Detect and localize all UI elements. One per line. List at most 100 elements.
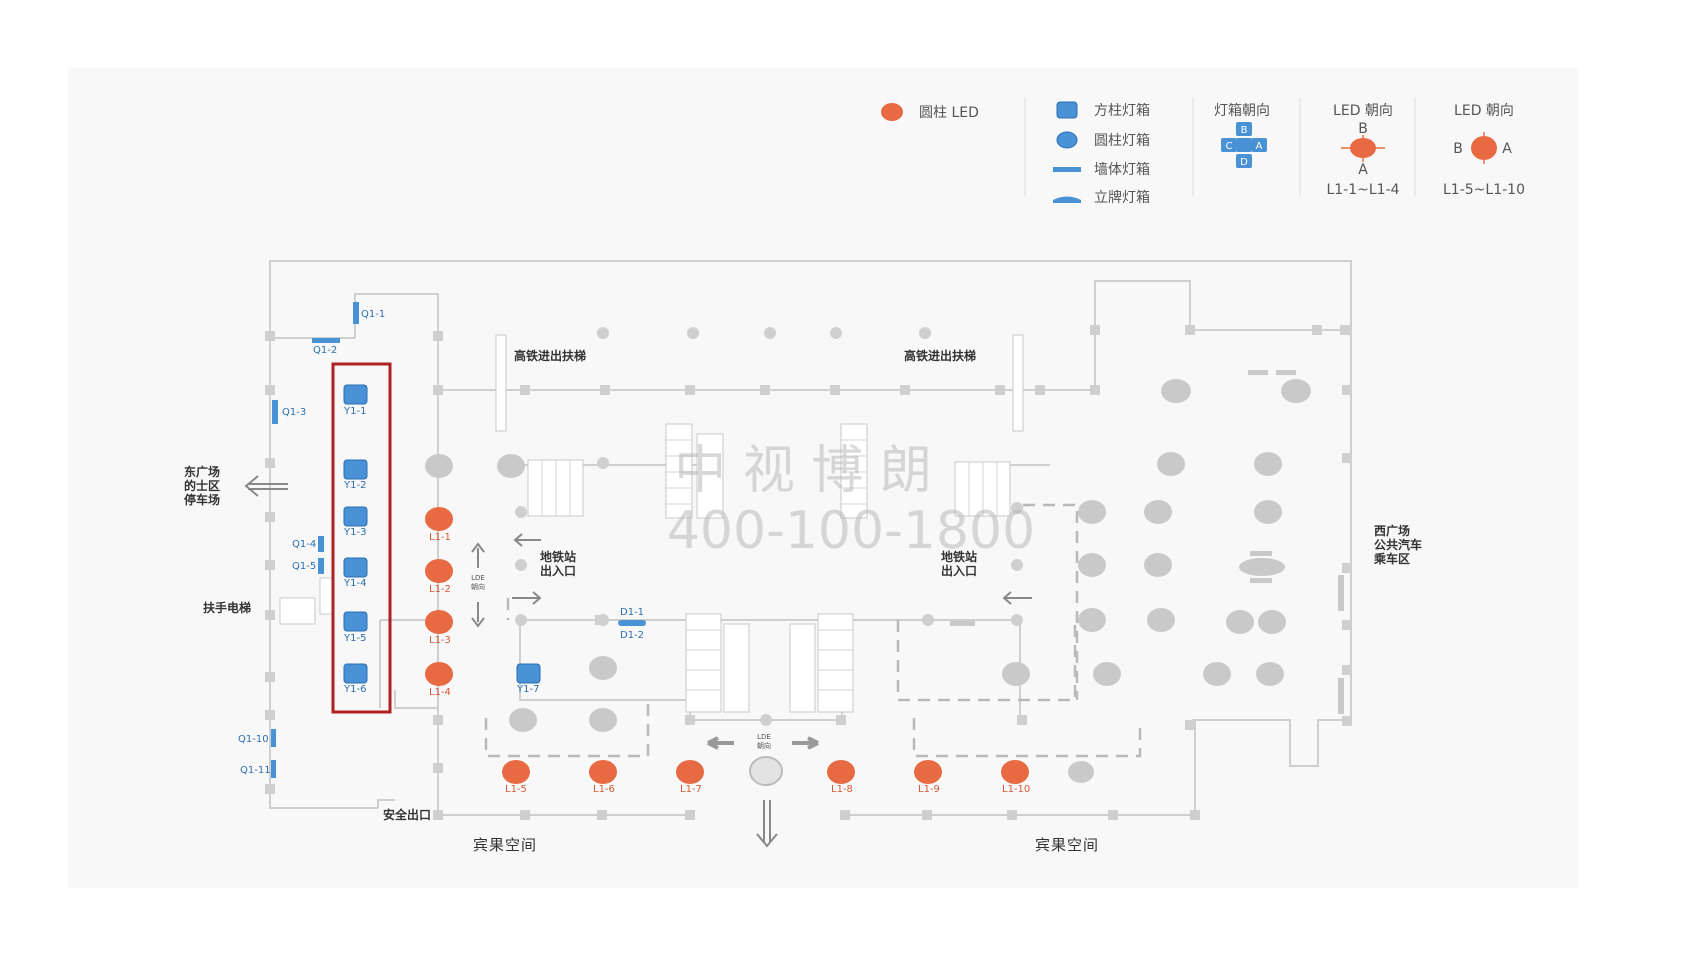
metro-arrow <box>1002 591 1032 605</box>
stand-box-d1 <box>618 620 646 626</box>
east-exit-arrow <box>244 475 288 497</box>
led-label: L1-10 <box>1002 784 1030 795</box>
escalator <box>1012 334 1024 432</box>
wall-box-q1-11 <box>271 760 276 778</box>
led-label: L1-1 <box>429 532 451 543</box>
legend-round-led-label: 圆柱 LED <box>919 105 979 121</box>
metro-arrow <box>513 533 541 547</box>
lde-dir-label-l2: 朝向 <box>471 582 485 591</box>
square-box-y1-7 <box>516 663 541 684</box>
west-plaza-label-l2: 公共汽车 <box>1374 537 1422 552</box>
metro-label-l2: 出入口 <box>540 563 576 578</box>
legend-round-box-icon <box>1056 131 1078 149</box>
led-label: L1-6 <box>593 784 615 795</box>
highlight-frame <box>331 362 392 714</box>
square-box-y1-6 <box>343 663 368 684</box>
area-labels: 高铁进出扶梯 高铁进出扶梯 扶手电梯 安全出口 宾果空间 宾果空间 <box>203 348 1099 854</box>
south-exit-arrow <box>756 800 778 848</box>
metro-arrow <box>512 591 542 605</box>
wall-box-label: Q1-4 <box>292 539 316 550</box>
escalator <box>685 613 722 713</box>
led-l1-10 <box>1001 760 1029 784</box>
led-l1-6 <box>589 760 617 784</box>
legend-box-dir-a: A <box>1256 141 1263 152</box>
east-plaza-label-l1: 东广场 <box>184 464 220 479</box>
legend-round-led-icon <box>881 103 903 121</box>
escalator <box>817 613 854 713</box>
escalators <box>279 334 1024 713</box>
legend-led-dir1-icon <box>1350 138 1376 158</box>
square-box-y1-1 <box>343 384 368 405</box>
legend-box-dir-d: D <box>1240 157 1248 168</box>
legend-led-dir1-title: LED 朝向 <box>1333 103 1393 119</box>
legend-led-dir2-title: LED 朝向 <box>1454 103 1514 119</box>
west-plaza-label-l3: 乘车区 <box>1373 551 1410 566</box>
wall-box-label: Q1-11 <box>240 765 271 776</box>
stand-box-label: D1-2 <box>620 630 644 641</box>
wall-box-q1-2 <box>312 338 340 343</box>
escalator <box>789 623 816 713</box>
safety-exit-label: 安全出口 <box>383 807 431 822</box>
legend-round-box-label: 圆柱灯箱 <box>1094 133 1150 149</box>
watermark: 中 视 博 朗 400-100-1800 <box>667 441 1035 561</box>
wall-box-q1-10 <box>271 729 276 747</box>
square-box-label: Y1-1 <box>343 406 366 417</box>
escalator <box>723 623 750 713</box>
east-plaza-label-l3: 停车场 <box>184 492 220 507</box>
led-label: L1-5 <box>505 784 527 795</box>
legend-stand-box-icon <box>1053 196 1081 203</box>
led-label: L1-2 <box>429 584 451 595</box>
legend: 圆柱 LED 方柱灯箱 圆柱灯箱 墙体灯箱 立牌灯箱 灯箱朝向 B C A D … <box>881 98 1525 206</box>
led-label: L1-3 <box>429 635 451 646</box>
stand-box-label: D1-1 <box>620 607 644 618</box>
legend-led-dir1-a: A <box>1358 162 1368 178</box>
square-box-y1-4 <box>343 557 368 578</box>
legend-box-dir-title: 灯箱朝向 <box>1214 103 1270 119</box>
led-l1-1 <box>425 507 453 531</box>
legend-stand-box-label: 立牌灯箱 <box>1094 189 1150 206</box>
legend-led-dir2-icon <box>1471 136 1497 160</box>
wall-box-label: Q1-2 <box>313 345 337 356</box>
escalator <box>319 577 333 615</box>
stand-boxes: D1-1 D1-2 <box>618 607 646 641</box>
escalator-label: 扶手电梯 <box>203 600 251 615</box>
square-boxes: Y1-1 Y1-2 Y1-3 Y1-4 Y1-5 Y1-6 Y1-7 <box>343 384 541 695</box>
gray-columns <box>425 370 1344 786</box>
legend-wall-box-icon <box>1053 167 1081 172</box>
west-plaza-label-l1: 西广场 <box>1374 523 1410 538</box>
square-box-label: Y1-5 <box>343 633 366 644</box>
structural-columns <box>265 325 1352 820</box>
led-l1-3 <box>425 610 453 634</box>
square-box-y1-2 <box>343 459 368 480</box>
hsr-escalator-label: 高铁进出扶梯 <box>514 348 586 363</box>
wall-boxes: Q1-1 Q1-2 Q1-3 Q1-4 Q1-5 Q1-10 Q1-11 <box>238 302 385 778</box>
wall-box-label: Q1-5 <box>292 561 316 572</box>
hsr-escalator-label: 高铁进出扶梯 <box>904 348 976 363</box>
legend-led-dir2-b: B <box>1453 141 1463 157</box>
led-l1-8 <box>827 760 855 784</box>
east-plaza-label-l2: 的士区 <box>184 478 220 493</box>
square-box-y1-5 <box>343 611 368 632</box>
led-l1-4 <box>425 662 453 686</box>
square-box-label: Y1-4 <box>343 578 366 589</box>
square-box-label: Y1-3 <box>343 527 366 538</box>
legend-box-dir-c: C <box>1226 141 1233 152</box>
led-label: L1-4 <box>429 687 451 698</box>
legend-box-dir-b: B <box>1241 125 1248 136</box>
led-label: L1-8 <box>831 784 853 795</box>
lde-dir-arrow <box>792 736 819 750</box>
legend-led-dir2-range: L1-5~L1-10 <box>1443 182 1525 198</box>
bingo-space-label: 宾果空间 <box>1035 836 1099 854</box>
dashed-zones <box>484 503 1142 758</box>
wall-box-q1-4 <box>318 536 324 552</box>
wall-box-q1-3 <box>272 400 278 424</box>
lde-dir-arrow <box>707 736 734 750</box>
led-label: L1-7 <box>680 784 702 795</box>
watermark-phone: 400-100-1800 <box>667 501 1035 561</box>
legend-square-box-label: 方柱灯箱 <box>1094 103 1150 119</box>
wall-box-q1-1 <box>353 302 359 324</box>
legend-led-dir1-range: L1-1~L1-4 <box>1326 182 1399 198</box>
square-box-label: Y1-7 <box>516 684 539 695</box>
metro-label-l1: 地铁站 <box>540 549 576 564</box>
